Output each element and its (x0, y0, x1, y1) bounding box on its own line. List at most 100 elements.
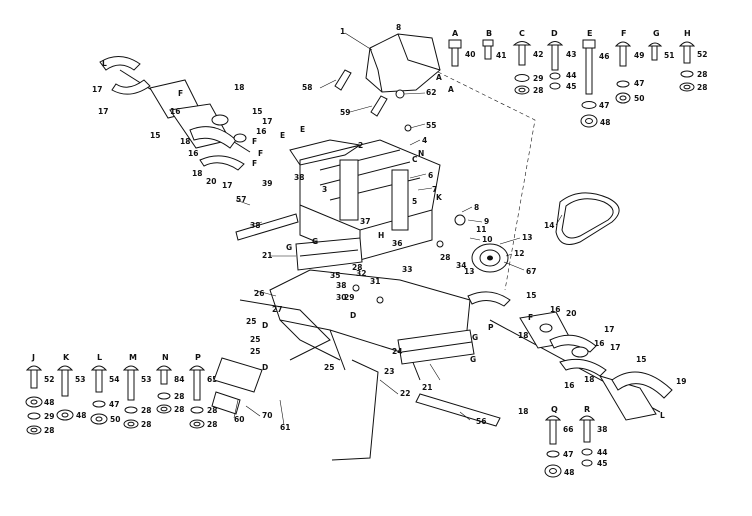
callout-number: 9 (484, 217, 489, 226)
hardware-E: E 46 47 48 (580, 29, 610, 128)
callout-number: 18 (584, 375, 594, 384)
hardware-F: F 49 47 50 (614, 29, 644, 104)
callout-number: 16 (564, 381, 574, 390)
bar-59 (370, 95, 388, 117)
hardware-letter: E (587, 29, 592, 38)
bar-56 (415, 393, 501, 427)
callout-number: 33 (402, 265, 412, 274)
hardware-letter: P (195, 353, 201, 362)
frame-post (339, 159, 359, 221)
washer-number: 28 (141, 406, 151, 415)
callout-number: 18 (180, 137, 190, 146)
plate-70 (211, 391, 241, 415)
hardware-letter: F (621, 29, 626, 38)
callout-number: 62 (426, 88, 436, 97)
callout-number: 8 (474, 203, 479, 212)
callout-number: 6 (428, 171, 433, 180)
callout-number: 56 (476, 417, 486, 426)
callout-number: 15 (526, 291, 536, 300)
callout-number: 25 (250, 335, 260, 344)
hardware-letter: R (584, 405, 590, 414)
bar-57 (235, 213, 299, 241)
hardware-letter: Q (551, 405, 558, 414)
bar-58 (334, 69, 352, 91)
callout-number: 7 (432, 185, 437, 194)
callout-number: 16 (170, 107, 180, 116)
callout-number: P (488, 323, 494, 332)
callout-number: 18 (518, 331, 528, 340)
callout-number: 20 (566, 309, 576, 318)
hardware-J: J 52 48 29 28 (25, 353, 54, 435)
hardware-L: L 54 47 50 (90, 353, 120, 425)
callout-number: 39 (262, 179, 272, 188)
hardware-Q: Q 66 47 48 (544, 405, 574, 478)
callout-number: 15 (150, 131, 160, 140)
drive-belt (555, 192, 620, 245)
callout-number: 13 (522, 233, 532, 242)
washer-number: 28 (207, 406, 217, 415)
hardware-letter: A (452, 29, 459, 38)
callout-number: 8 (396, 23, 401, 32)
callout-number: 19 (676, 377, 686, 386)
callout-number: 29 (344, 293, 354, 302)
callout-number: 5 (412, 197, 417, 206)
washer-number: 47 (109, 400, 119, 409)
callout-number: 14 (544, 221, 554, 230)
callout-number: 38 (294, 173, 304, 182)
nut-number: 48 (76, 411, 86, 420)
hardware-number: 53 (75, 375, 85, 384)
callout-number: 18 (192, 169, 202, 178)
hardware-M: M 53 28 28 (122, 353, 151, 429)
leader-lines (233, 32, 563, 426)
nut-number: 48 (44, 398, 54, 407)
hardware-P: P 65 28 28 (188, 353, 217, 429)
hardware-number: 52 (44, 375, 54, 384)
hardware-number: 41 (496, 51, 506, 60)
callout-number: 70 (262, 411, 272, 420)
callout-number: L (102, 59, 107, 68)
callout-number: F (252, 137, 257, 146)
callout-number: 16 (188, 149, 198, 158)
callout-number: F (178, 89, 183, 98)
callout-number: 17 (262, 117, 272, 126)
callout-number: 21 (422, 383, 432, 392)
hardware-number: 53 (141, 375, 151, 384)
callout-number: 30 (336, 293, 346, 302)
hardware-D: D 43 44 45 (546, 29, 576, 91)
hardware-H: H 52 28 28 (678, 29, 707, 92)
callout-number: 25 (246, 317, 256, 326)
side-shield-left (295, 237, 363, 271)
callout-number: 22 (400, 389, 410, 398)
callout-number: 16 (256, 127, 266, 136)
hardware-number: 40 (465, 50, 475, 59)
nut-number: 50 (634, 94, 644, 103)
hardware-number: 65 (207, 375, 217, 384)
nut-number: 45 (597, 459, 607, 468)
callout-number: 17 (222, 181, 232, 190)
callout-number: G (286, 243, 292, 252)
callout-number: 36 (392, 239, 402, 248)
callout-number: G (470, 355, 476, 364)
callout-number: 37 (360, 217, 370, 226)
callout-number: A (448, 85, 454, 94)
hardware-B: B 41 (482, 29, 506, 60)
frame-post (391, 169, 409, 231)
callout-number: 26 (254, 289, 264, 298)
washer-number: 47 (563, 450, 573, 459)
callout-number: 28 (440, 253, 450, 262)
hardware-letter: J (31, 353, 35, 362)
washer-number: 44 (566, 71, 576, 80)
callout-number: H (378, 231, 384, 240)
hardware-letter: L (97, 353, 102, 362)
callout-number: 17 (604, 325, 614, 334)
callout-number: 57 (236, 195, 246, 204)
callout-number: 3 (322, 185, 327, 194)
callout-number: 25 (324, 363, 334, 372)
callout-number: K (436, 193, 443, 202)
callout-number: 4 (422, 136, 427, 145)
nut-number: 28 (697, 83, 707, 92)
hardware-number: 54 (109, 375, 119, 384)
callout-number: 59 (340, 108, 350, 117)
callout-number: 18 (518, 407, 528, 416)
